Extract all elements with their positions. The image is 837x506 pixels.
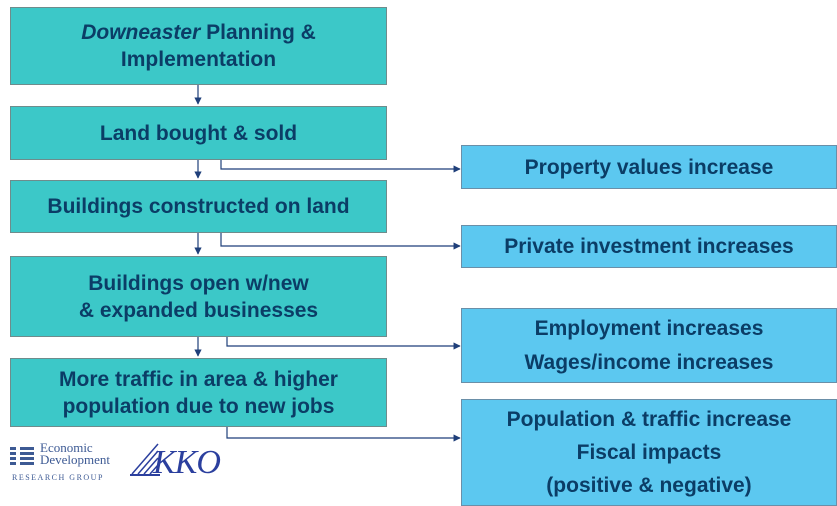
step-buildings-label: Buildings constructed on land — [47, 195, 350, 218]
step-traffic-box: More traffic in area & higher population… — [10, 358, 387, 427]
step-land-box: Land bought & sold — [10, 106, 387, 160]
connector-property — [220, 160, 461, 173]
edrg-logo-text: Economic Development — [40, 440, 111, 467]
edrg-logo-subtitle: RESEARCH GROUP — [12, 473, 104, 482]
impact-investment-label: Private investment increases — [504, 235, 794, 258]
step-traffic-line1: More traffic in area & higher — [59, 367, 338, 391]
impact-employment-label: Employment increases — [534, 317, 764, 341]
connector-employment — [226, 337, 461, 350]
edrg-logo-icon — [10, 445, 34, 467]
step-planning-line2: Implementation — [120, 48, 277, 71]
impact-wages-label: Wages/income increases — [524, 350, 774, 374]
step-traffic-line2: population due to new jobs — [62, 394, 335, 418]
edrg-logo-line1: Economic — [40, 440, 93, 455]
connector-population — [226, 427, 461, 442]
impact-population-label: Population & traffic increase — [506, 408, 792, 431]
step-businesses-line1: Buildings open w/new — [88, 271, 309, 295]
impact-fiscal-line1: Fiscal impacts — [576, 441, 722, 464]
kko-logo-text: KKO — [153, 444, 221, 481]
connector-investment — [220, 233, 461, 250]
step-planning-box: Downeaster Planning & Implementation — [10, 7, 387, 85]
step-businesses-box: Buildings open w/new & expanded business… — [10, 256, 387, 337]
impact-property-box: Property values increase — [461, 145, 837, 189]
impact-property-label: Property values increase — [524, 155, 774, 179]
step-land-label: Land bought & sold — [99, 121, 298, 145]
step-businesses-line2: & expanded businesses — [78, 298, 319, 322]
impact-fiscal-line2: (positive & negative) — [546, 474, 752, 497]
impact-population-fiscal-box: Population & traffic increase Fiscal imp… — [461, 399, 837, 506]
edrg-logo-line2: Development — [40, 452, 111, 467]
step-planning-line1: Downeaster Planning & — [81, 21, 316, 44]
kko-logo-icon — [130, 443, 160, 476]
logos: Economic Development RESEARCH GROUP KKO — [10, 440, 221, 490]
step-buildings-box: Buildings constructed on land — [10, 180, 387, 233]
impact-investment-box: Private investment increases — [461, 225, 837, 268]
impact-employment-box: Employment increases Wages/income increa… — [461, 308, 837, 383]
